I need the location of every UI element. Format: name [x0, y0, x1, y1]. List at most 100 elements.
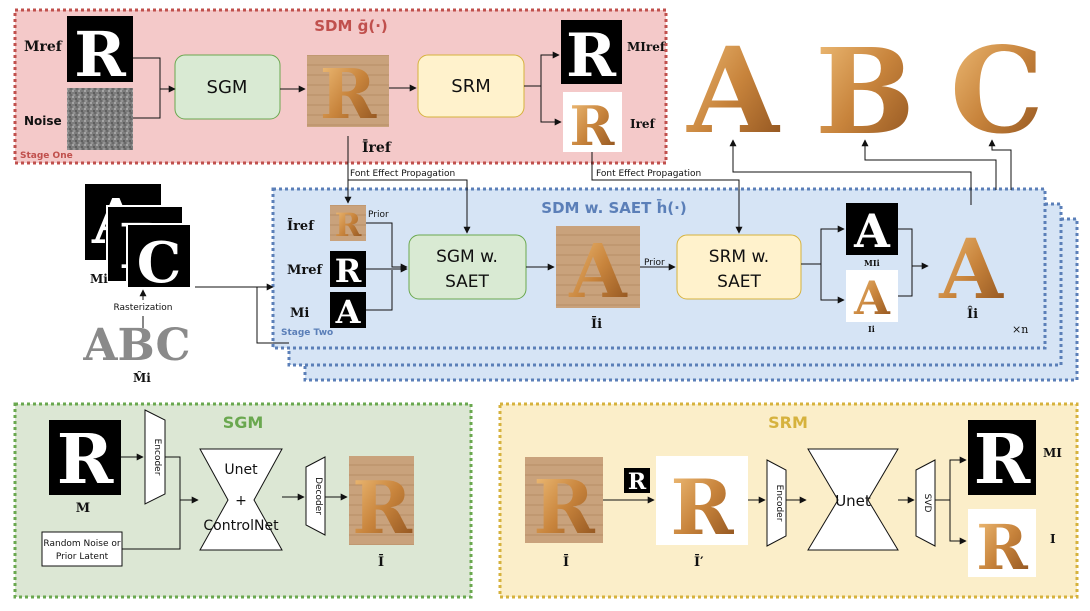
m-ref-label: Mref: [24, 39, 63, 55]
sgm-saet-line2: SAET: [445, 272, 489, 292]
srm-unet: [807, 448, 899, 551]
srm-saet-line2: SAET: [717, 272, 761, 292]
input-masks-stack: A B C: [85, 184, 192, 296]
srm-image-output: R: [968, 509, 1036, 584]
output-glyph-b: B: [815, 22, 915, 161]
svg-text:R: R: [566, 21, 617, 91]
i-ref-bar-label-2: Īref: [287, 218, 315, 234]
output-glyphs: A B C: [686, 21, 1044, 161]
srm-input-label: Ī: [563, 554, 569, 570]
sgm-unet-label: Unet: [224, 462, 258, 478]
stage-one-label: Stage One: [20, 151, 73, 161]
i-hat-label: Îi: [967, 306, 978, 322]
srm-svd-label: SVD: [922, 494, 932, 513]
svg-text:A: A: [335, 293, 362, 331]
sgm-controlnet-label: ControlNet: [203, 518, 279, 534]
m-ii-mask: A: [846, 203, 898, 258]
noise-label: Noise: [24, 114, 62, 128]
i-i-label: Ii: [868, 324, 875, 334]
m-i-thumb: A: [330, 292, 366, 331]
srm-r-mask-small: R: [624, 468, 650, 495]
i-ref-bar-label: Īref: [362, 137, 392, 156]
propagation-label-right: Font Effect Propagation: [596, 169, 701, 179]
propagation-arrows: Font Effect Propagation Font Effect Prop…: [344, 136, 1012, 234]
svg-text:A: A: [853, 204, 891, 258]
srm-encoder: [766, 459, 787, 547]
sgm-output-label: Ī: [378, 554, 384, 570]
svg-text:R: R: [320, 55, 377, 135]
i-i-bar-image: A: [556, 226, 640, 315]
sgm-mask-label: M: [76, 501, 90, 516]
i-ref-bar-thumb: R: [330, 205, 366, 244]
stage-one-title: SDM ḡ(·): [314, 17, 388, 35]
srm-input-prime-image: R: [656, 456, 748, 552]
m-ref-label-2: Mref: [287, 263, 324, 278]
stage-two-title: SDM w. SAET h̄(·): [541, 197, 686, 217]
i-hat-glyph: A: [938, 222, 1004, 318]
srm-encoder-label: Encoder: [774, 485, 784, 522]
prior-label-2: Prior: [644, 258, 665, 268]
propagation-label-left: Font Effect Propagation: [350, 169, 455, 179]
srm-mask-output: R: [968, 420, 1036, 500]
sgm-panel: SGM R M Encoder Random Noise or Prior La…: [13, 402, 473, 599]
svg-text:R: R: [628, 469, 647, 495]
i-i-bar-label: Īi: [591, 316, 602, 332]
output-glyph-a: A: [686, 21, 780, 160]
stage-two-panel: SDM w. SAET h̄(·) Stage Two Īref R Prior…: [271, 187, 1047, 350]
svg-text:R: R: [335, 252, 362, 290]
stage-one-panel: SDM ḡ(·) Stage One Mref R Noise SGM R Īr…: [13, 8, 668, 165]
sgm-saet-line1: SGM w.: [436, 247, 498, 267]
svg-text:R: R: [57, 420, 114, 500]
svg-text:R: R: [335, 206, 362, 244]
svg-text:C: C: [137, 230, 182, 296]
sgm-encoder-label: Encoder: [152, 439, 162, 476]
output-glyph-c: C: [950, 21, 1044, 160]
srm-saet-box: [676, 234, 802, 300]
svg-text:R: R: [974, 420, 1031, 500]
i-ref-bar-image: R: [307, 55, 389, 135]
stage-two-label: Stage Two: [281, 328, 333, 338]
m-ii-label: MIi: [864, 258, 880, 268]
sgm-decoder: [305, 456, 326, 536]
m-i-left-label: Mi: [90, 272, 108, 286]
srm-saet-line1: SRM w.: [709, 247, 769, 267]
prior-label: Prior: [368, 210, 389, 220]
svg-text:R: R: [533, 465, 595, 551]
sgm-panel-title: SGM: [223, 413, 264, 432]
svg-text:R: R: [74, 18, 126, 91]
srm-input-image: R: [525, 457, 603, 551]
noise-image: [67, 88, 133, 150]
svg-text:R: R: [352, 465, 413, 550]
srm-panel: SRM R Ī R R Ī′ Encoder Unet SVD R MI R: [498, 402, 1079, 599]
times-n-label: ×n: [1012, 323, 1028, 336]
abc-glyphs: ABC: [82, 320, 190, 371]
mask-card-c: C: [126, 223, 192, 296]
i-ref-image: R: [563, 92, 622, 158]
sgm-box-label: SGM: [207, 77, 248, 98]
svg-text:R: R: [570, 94, 616, 158]
svg-text:R: R: [976, 511, 1028, 584]
sgm-mask-input: R: [49, 420, 121, 500]
svg-text:A: A: [568, 229, 628, 315]
i-i-image: A: [846, 270, 898, 325]
srm-panel-title: SRM: [768, 413, 808, 432]
sgm-noise-box: [41, 531, 123, 567]
srm-unet-label: Unet: [835, 492, 871, 510]
m-ref-thumb: R: [330, 251, 366, 290]
svg-text:A: A: [853, 271, 891, 325]
m-i-ref-label: MIref: [627, 40, 666, 54]
i-ref-label: Iref: [630, 117, 656, 131]
m-i-label-2: Mi: [290, 306, 309, 321]
sgm-encoder: [144, 409, 166, 505]
srm-svd: [915, 459, 936, 547]
rasterization-label: Rasterization: [113, 303, 172, 313]
m-ref-mask: R: [67, 16, 133, 91]
svg-text:R: R: [670, 463, 734, 552]
srm-mask-output-label: MI: [1043, 446, 1062, 460]
sgm-plus-label: +: [235, 493, 247, 509]
sgm-decoder-label: Decoder: [313, 477, 323, 515]
sgm-unet: [199, 448, 283, 551]
srm-input-prime-label: Ī′: [694, 554, 704, 570]
sgm-noise-line1: Random Noise or: [43, 539, 120, 549]
